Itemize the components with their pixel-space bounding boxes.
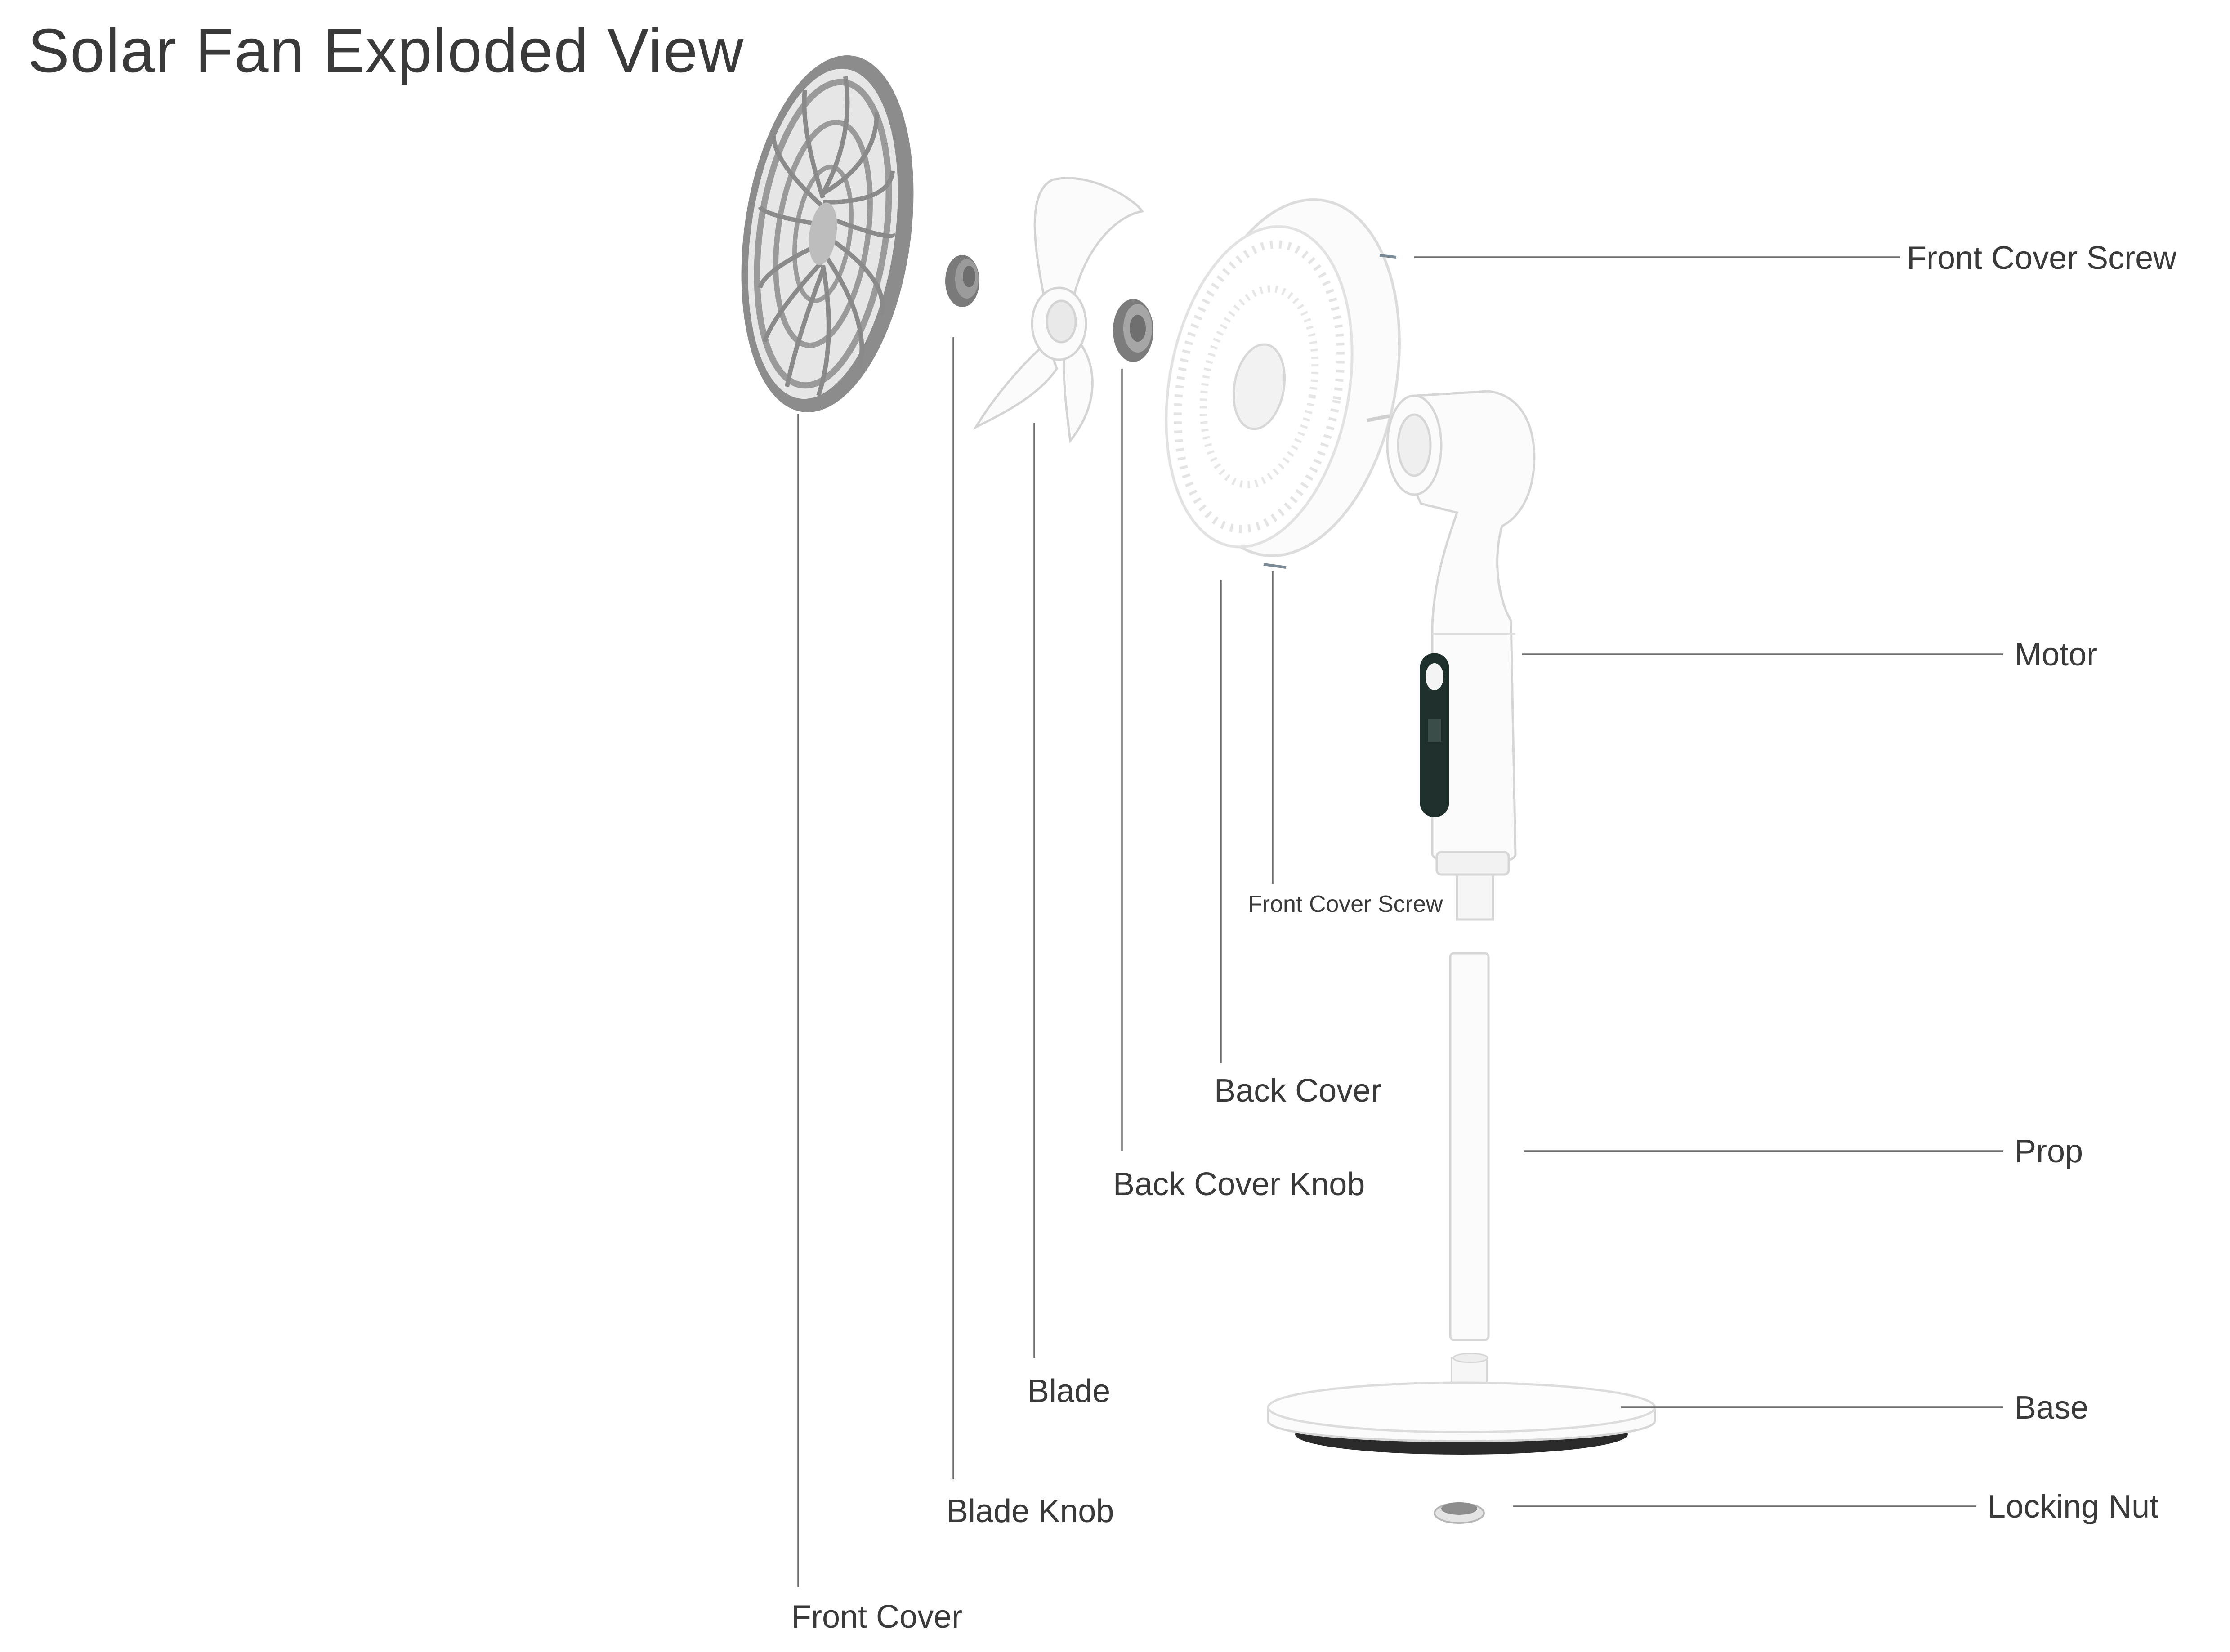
label-back-cover: Back Cover: [1214, 1073, 1382, 1109]
blade-knob-part: [945, 255, 979, 307]
label-front-cover-screw-top: Front Cover Screw: [1907, 240, 2177, 276]
prop-part: [1449, 952, 1490, 1341]
front-cover-part: [741, 55, 914, 412]
front-cover-screw-mid-part: [1263, 563, 1287, 569]
label-blade-knob: Blade Knob: [947, 1493, 1114, 1529]
back-cover-knob-part: [1113, 299, 1153, 362]
label-blade: Blade: [1028, 1373, 1111, 1409]
label-back-cover-knob: Back Cover Knob: [1113, 1166, 1365, 1202]
front-cover-screw-top-part: [1379, 254, 1397, 259]
base-part: [1267, 1353, 1656, 1455]
label-front-cover-screw-mid: Front Cover Screw: [1248, 891, 1443, 917]
label-motor: Motor: [2015, 637, 2098, 673]
label-locking-nut: Locking Nut: [1988, 1489, 2159, 1525]
back-cover-part: [1165, 198, 1401, 557]
label-prop: Prop: [2015, 1134, 2083, 1170]
locking-nut-part: [1434, 1502, 1485, 1524]
blade-part: [973, 177, 1144, 444]
label-base: Base: [2015, 1390, 2089, 1426]
page-title: Solar Fan Exploded View: [28, 16, 745, 85]
motor-part: [1367, 390, 1536, 921]
label-front-cover: Front Cover: [791, 1599, 963, 1635]
